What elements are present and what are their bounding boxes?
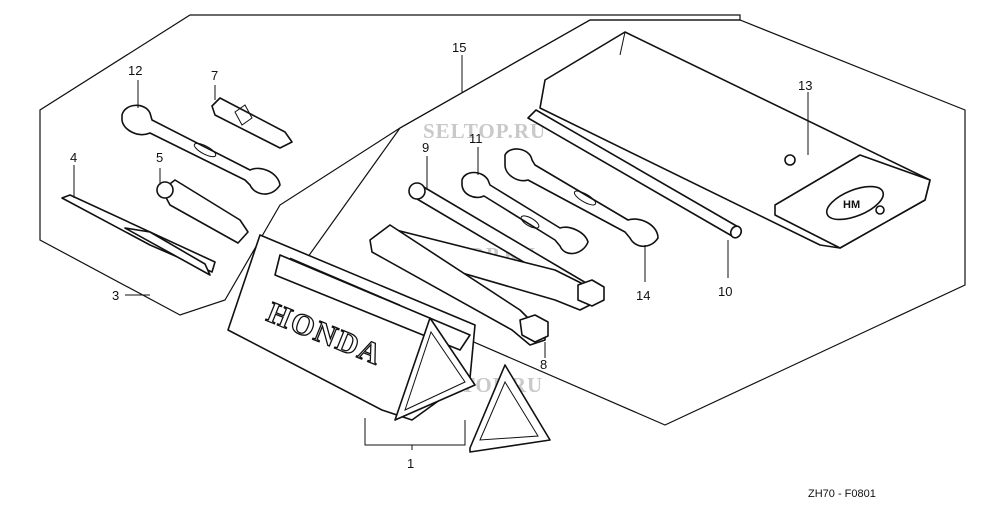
screwdriver-handle-part-5 <box>156 179 249 244</box>
callout-8: 8 <box>540 357 547 372</box>
callout-4: 4 <box>70 150 77 165</box>
callout-14: 14 <box>636 288 650 303</box>
callout-3: 3 <box>112 288 119 303</box>
wrench-part-12 <box>121 104 281 195</box>
wrench-part-14 <box>504 148 659 248</box>
callout-13: 13 <box>798 78 812 93</box>
callout-12: 12 <box>128 63 142 78</box>
leader-lines <box>73 55 809 450</box>
group-outline-left <box>39 14 741 316</box>
wrench-part-11 <box>461 171 589 255</box>
bag-logo: HM <box>843 199 860 211</box>
callout-9: 9 <box>422 140 429 155</box>
callout-1: 1 <box>407 456 414 471</box>
watermark-1: SELTOP.RU <box>423 119 546 143</box>
callout-11: 11 <box>469 131 483 146</box>
callout-15: 15 <box>452 40 466 55</box>
box-wrench-part-8 <box>369 224 605 346</box>
handle-rod-part-10 <box>527 109 743 239</box>
callout-10: 10 <box>718 284 732 299</box>
diagram-code: ZH70 - F0801 <box>808 488 876 500</box>
tool-bag-part-13: HM <box>539 31 931 249</box>
callout-5: 5 <box>156 150 163 165</box>
callout-7: 7 <box>211 68 218 83</box>
screwdriver-shaft-part-4 <box>61 194 216 276</box>
pin-spanner-part-7 <box>211 97 293 149</box>
